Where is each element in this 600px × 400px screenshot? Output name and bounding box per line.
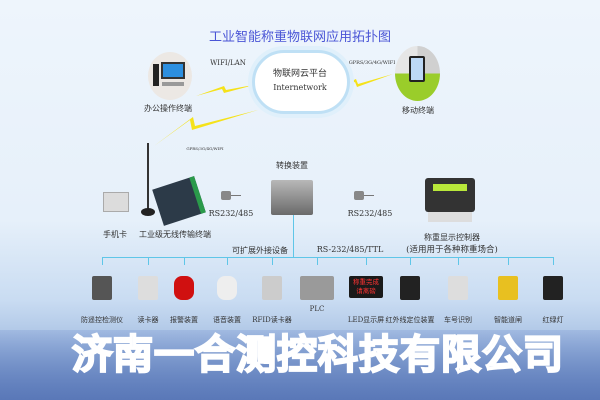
device-drop	[317, 257, 318, 265]
device-drop	[148, 257, 149, 265]
device-label: 读卡器	[137, 316, 159, 324]
company-watermark: 济南一合测控科技有限公司	[71, 331, 564, 379]
device-label: 智能道闸	[494, 316, 522, 324]
city-background	[0, 330, 600, 400]
sim-card-icon	[103, 192, 129, 212]
connector-cable	[231, 195, 241, 196]
lightning-icon	[196, 84, 258, 96]
cloud-subtitle: Internetwork	[273, 83, 327, 92]
wireless-terminal-label: 工业级无线传输终端	[139, 230, 211, 239]
office-terminal-label: 办公操作终端	[144, 104, 192, 113]
device-label: 红绿灯	[542, 316, 564, 324]
device-drop	[553, 257, 554, 265]
bus-protocol: RS-232/485/TTL	[316, 245, 384, 254]
weighing-controller-icon	[425, 178, 475, 212]
infrared-icon	[400, 276, 420, 300]
speaker-icon	[217, 276, 237, 300]
device-drop	[227, 257, 228, 265]
office-terminal-icon	[148, 52, 192, 100]
rs-right-label: RS232/485	[347, 209, 393, 218]
converter-label: 转换装置	[276, 161, 308, 170]
device-label: 防遥控检测仪	[81, 316, 123, 324]
device-drop	[184, 257, 185, 265]
device-drop	[366, 257, 367, 265]
mobile-link-label: GPRS/3G/4G/WIFI	[348, 60, 396, 66]
terminal-link-label: GPRS/3G/4G/WIFI	[186, 146, 224, 151]
bus-drop	[293, 215, 294, 257]
sim-card-label: 手机卡	[103, 230, 127, 239]
rfid-icon	[262, 276, 282, 300]
alarm-icon	[174, 276, 194, 300]
device-label: 语音装置	[213, 316, 241, 324]
connector-icon	[221, 191, 231, 200]
cloud-platform	[252, 50, 350, 114]
device-label: RFID读卡器	[252, 316, 292, 324]
connector-icon	[354, 191, 364, 200]
bus-line	[102, 257, 553, 258]
device-drop	[102, 257, 103, 265]
device-label: 报警装置	[170, 316, 198, 324]
camera-icon	[448, 276, 468, 300]
controller-base	[428, 212, 472, 222]
rs-left-label: RS232/485	[208, 209, 254, 218]
mobile-terminal-label: 移动终端	[402, 106, 434, 115]
controller-note: (适用用于各种称重场合)	[406, 245, 498, 255]
diagram-title: 工业智能称重物联网应用拓扑图	[208, 30, 392, 45]
device-drop	[410, 257, 411, 265]
antenna-icon	[147, 143, 149, 213]
controller-label: 称重显示控制器	[424, 233, 480, 242]
device-drop	[458, 257, 459, 265]
device-label: PLC	[309, 305, 325, 313]
converter-icon	[271, 180, 313, 215]
barrier-gate-icon	[498, 276, 518, 300]
led-screen-icon: 称重完成请离磅	[349, 276, 383, 298]
device-drop	[508, 257, 509, 265]
wifi-lan-label: WIFI/LAN	[210, 59, 246, 67]
led-screen-text: 称重完成请离磅	[353, 278, 379, 295]
antenna-base	[141, 208, 155, 216]
device-label: LED显示屏	[347, 316, 385, 324]
connector-cable	[364, 195, 374, 196]
cloud-title: 物联网云平台	[272, 69, 328, 79]
bus-label: 可扩展外接设备	[232, 246, 288, 255]
lightning-icon	[154, 110, 258, 146]
traffic-light-icon	[543, 276, 563, 300]
card-reader-icon	[138, 276, 158, 300]
device-label: 红外线定位装置	[385, 316, 435, 324]
remote-detector-icon	[92, 276, 112, 300]
device-label: 车号识别	[444, 316, 472, 324]
mobile-terminal-icon	[395, 46, 440, 101]
device-drop	[272, 257, 273, 265]
plc-icon	[300, 276, 334, 300]
